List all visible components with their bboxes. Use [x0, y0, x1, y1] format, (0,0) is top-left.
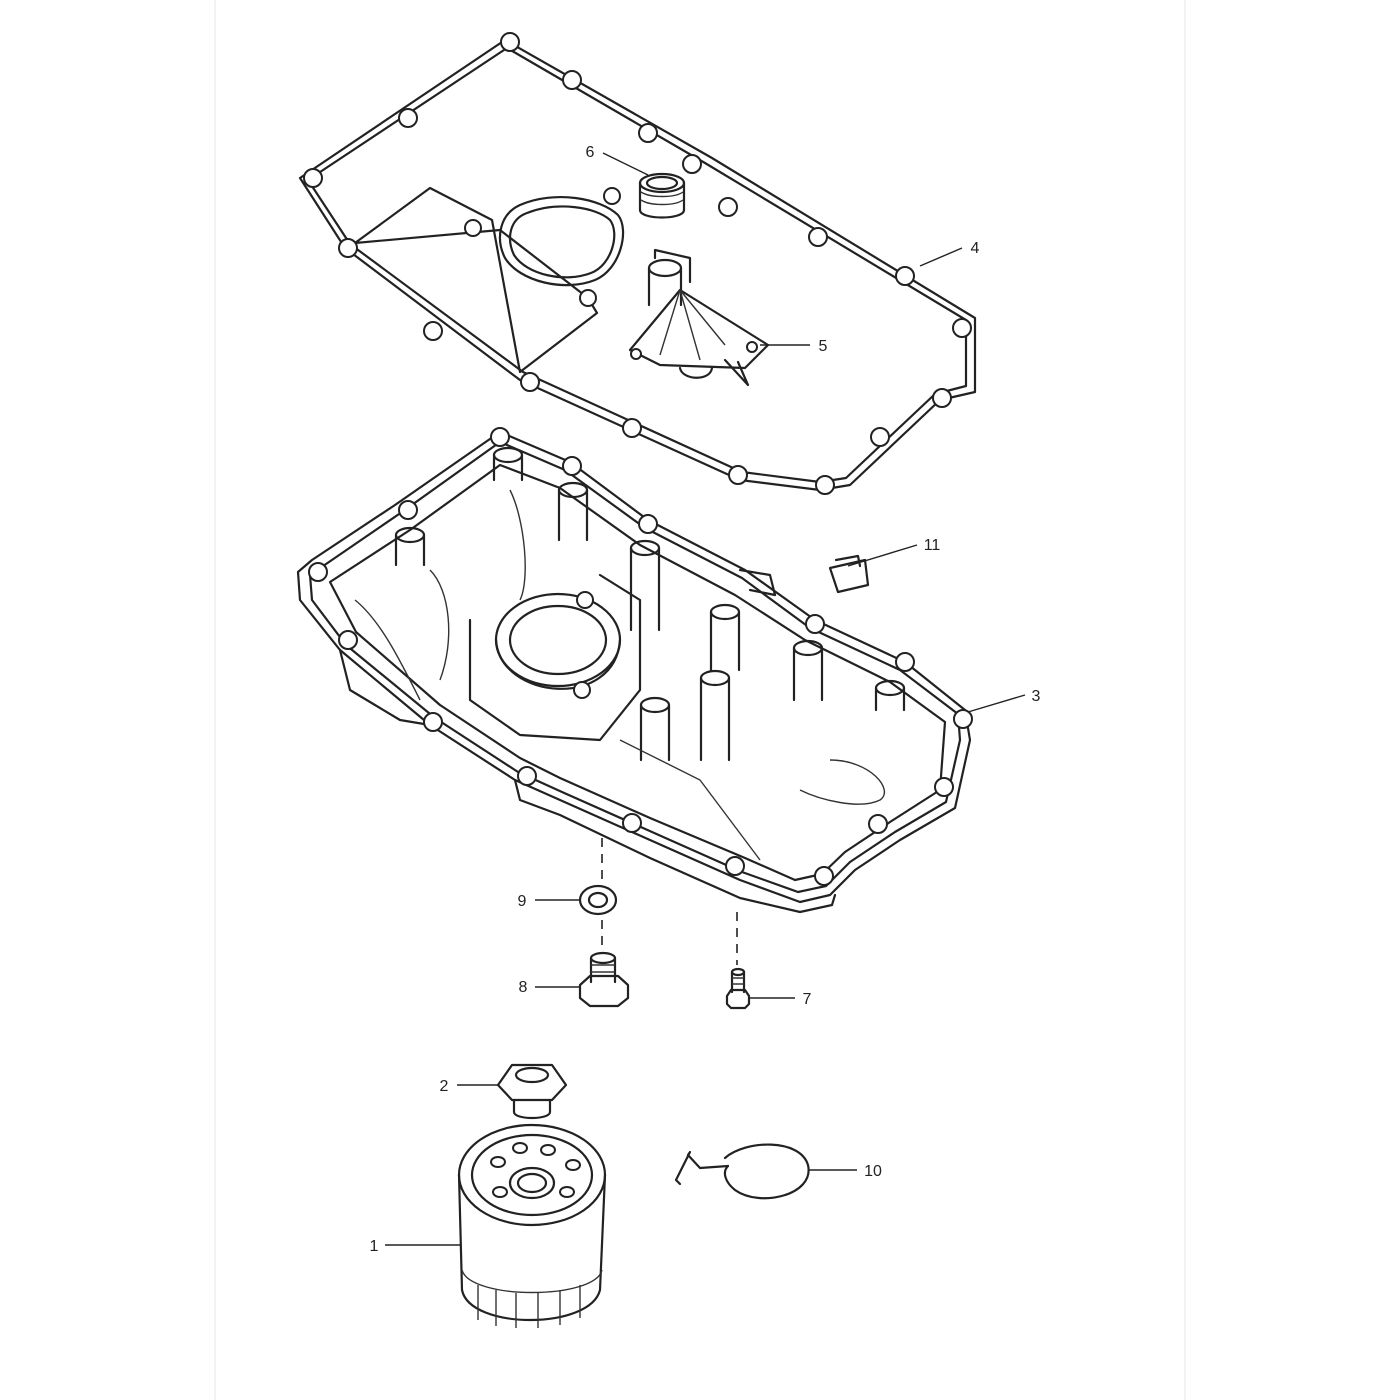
- callout-5: 5: [819, 338, 828, 355]
- strainer-part-5: [628, 248, 770, 387]
- oil-pan-part-3: [296, 427, 973, 914]
- gasket-part-4: [298, 32, 977, 495]
- callout-labels: 6 4 5 11 3 9 8 7 2 1 10: [370, 144, 1041, 1255]
- wire-clip-part-10: [674, 1143, 810, 1200]
- callout-4: 4: [971, 240, 980, 257]
- callout-11: 11: [924, 537, 941, 554]
- washer-part-9: [578, 884, 618, 916]
- callout-2: 2: [440, 1078, 449, 1095]
- assembly-lines: [601, 838, 738, 965]
- callout-6: 6: [586, 144, 595, 161]
- callout-10: 10: [864, 1163, 882, 1180]
- callout-7: 7: [803, 991, 812, 1008]
- drain-plug-part-8: [578, 951, 630, 1008]
- bolt-part-7: [725, 967, 751, 1010]
- fitting-part-6: [638, 172, 686, 219]
- filter-adapter-part-2: [496, 1063, 568, 1120]
- callout-3: 3: [1032, 688, 1041, 705]
- callout-1: 1: [370, 1238, 379, 1255]
- callout-9: 9: [518, 893, 527, 910]
- oil-filter-part-1: [457, 1123, 607, 1328]
- leader-lines: [385, 152, 1026, 1246]
- callout-8: 8: [519, 979, 528, 996]
